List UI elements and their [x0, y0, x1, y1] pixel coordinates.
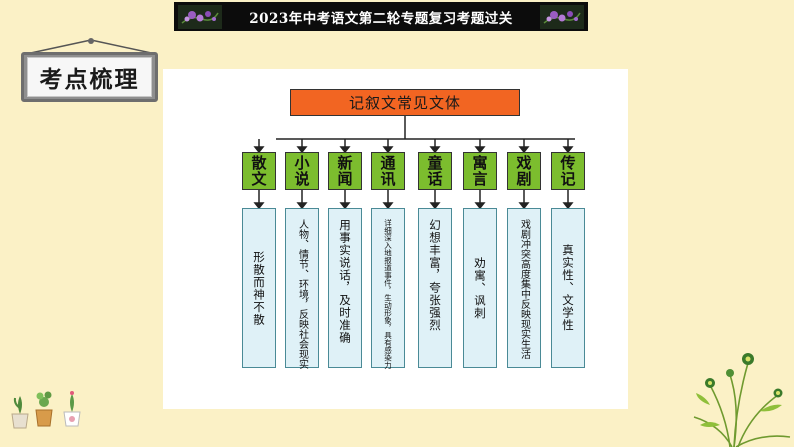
sign-string	[25, 38, 157, 55]
genre-description: 劝寓、讽刺	[473, 256, 487, 320]
genre-label: 童话	[427, 154, 443, 188]
section-sign: 考点梳理	[21, 52, 158, 102]
genre-description: 形散而神不散	[252, 250, 266, 326]
flower-icon	[705, 353, 783, 398]
genre-description: 用事实说话，及时准确	[338, 219, 352, 344]
genre-description-box: 形散而神不散	[242, 208, 276, 368]
genre-description-box: 详细深入地报道事件，生动形象，具有感染力	[371, 208, 405, 369]
genre-description: 人物、情节、环境，反映社会现实	[296, 219, 308, 369]
genre-label: 散文	[251, 154, 267, 188]
genre-label: 新闻	[337, 154, 353, 188]
genre-description-box: 戏剧冲突高度集中反映现实生活	[507, 208, 541, 368]
genre-node-xinwen: 新闻	[328, 152, 362, 190]
genre-description: 幻想丰富，夸张强烈	[428, 219, 442, 332]
genre-node-zhuanji: 传记	[551, 152, 585, 190]
genre-description-box: 幻想丰富，夸张强烈	[418, 208, 452, 368]
flowering-plant-decoration	[693, 353, 791, 447]
sign-board: 考点梳理	[27, 57, 152, 97]
cactus-icon	[63, 391, 81, 427]
genre-description-box: 人物、情节、环境，反映社会现实	[285, 208, 319, 369]
root-label: 记叙文常见文体	[348, 94, 461, 112]
diagram-connectors	[253, 116, 575, 210]
banner-title: 2023年中考语文第二轮专题复习考题过关	[249, 10, 513, 27]
genre-description: 戏剧冲突高度集中反映现实生活	[518, 219, 530, 359]
genre-diagram: 记叙文常见文体 散文 小说 新闻 通讯 童话 寓言 戏剧 传记 形散而神不散 人…	[163, 69, 628, 409]
genre-label: 小说	[294, 154, 310, 188]
genre-description-box: 用事实说话，及时准确	[328, 208, 362, 368]
genre-description-box: 真实性、文学性	[551, 208, 585, 368]
title-banner: 2023年中考语文第二轮专题复习考题过关	[174, 2, 588, 31]
genre-node-tongxun: 通讯	[371, 152, 405, 190]
genre-node-sanwen: 散文	[242, 152, 276, 190]
genre-description: 真实性、文学性	[561, 244, 575, 332]
genre-node-xiju: 戏剧	[507, 152, 541, 190]
genre-label: 寓言	[472, 154, 488, 188]
section-title: 考点梳理	[39, 67, 140, 93]
cactus-icon	[11, 396, 29, 429]
flower-decoration-icon	[540, 5, 584, 29]
genre-label: 戏剧	[516, 154, 532, 188]
potted-plants-decoration	[11, 391, 81, 429]
genre-node-yuyan: 寓言	[463, 152, 497, 190]
flower-decoration-icon	[178, 5, 222, 29]
succulent-icon	[35, 391, 53, 427]
genre-label: 通讯	[380, 154, 396, 188]
genre-description-box: 劝寓、讽刺	[463, 208, 497, 368]
genre-node-tonghua: 童话	[418, 152, 452, 190]
genre-node-xiaoshuo: 小说	[285, 152, 319, 190]
genre-label: 传记	[560, 154, 576, 188]
root-node: 记叙文常见文体	[290, 89, 520, 116]
genre-description: 详细深入地报道事件，生动形象，具有感染力	[383, 219, 393, 369]
